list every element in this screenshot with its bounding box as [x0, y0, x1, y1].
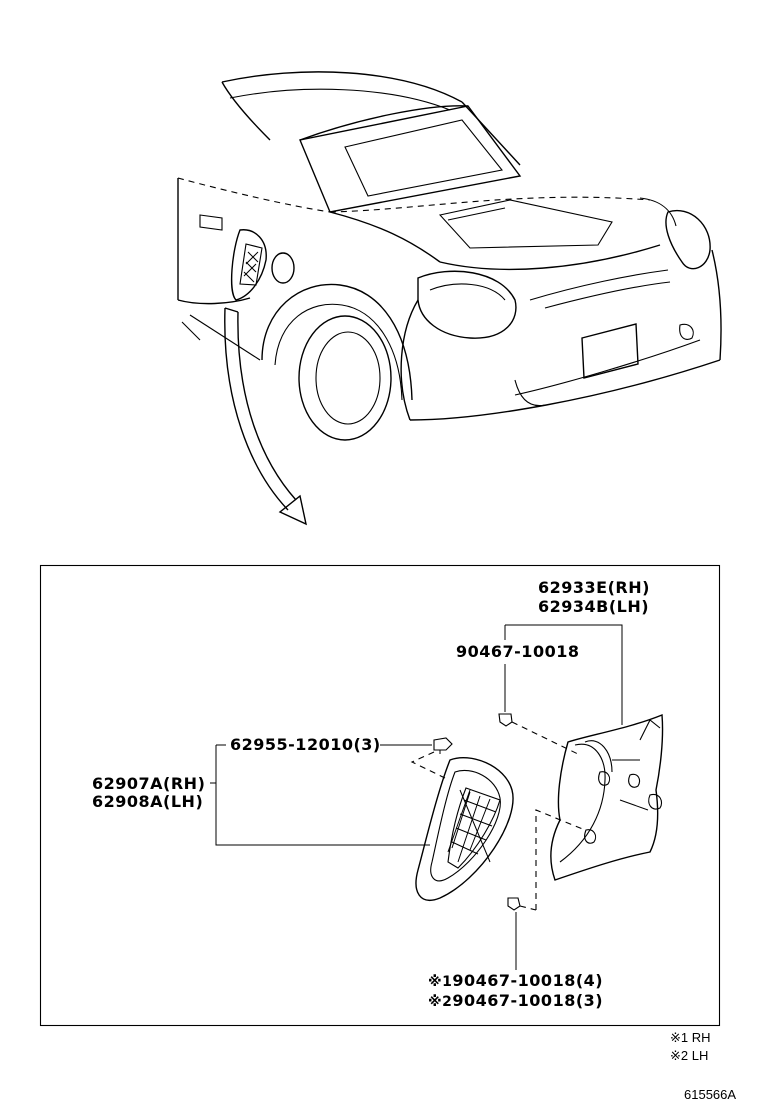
side-louver: [415, 756, 514, 901]
part-label-louver-lh: 62908A(LH): [92, 792, 203, 811]
detail-frame: [39, 564, 721, 1027]
fuel-lid: [271, 252, 295, 284]
svg-text:※190467-10018(4): ※190467-10018(4): [428, 971, 603, 990]
license-plate-area: [581, 323, 639, 379]
rear-window: [299, 105, 522, 213]
roof-outline: [221, 71, 463, 103]
rear-wheel: [315, 331, 381, 425]
screw-callout: 62955-12010(3): [215, 735, 453, 846]
engine-cover: [438, 199, 613, 249]
svg-text:※290467-10018(3): ※290467-10018(3): [428, 991, 603, 1010]
part-label-screw: 62955-12010(3): [230, 735, 381, 754]
bracket-callout: 62933E(RH) 62934B(LH): [504, 578, 650, 725]
part-label-clip-bottom-2: 90467-10018(3): [452, 991, 603, 1010]
louver-frame: [415, 756, 514, 901]
rear-lamp-right: [665, 209, 711, 270]
clip-bottom-callout: ※190467-10018(4) ※290467-10018(3): [428, 809, 603, 1010]
note-mark-2: ※2: [428, 994, 452, 1010]
clip-top: [498, 713, 513, 727]
legend-note-rh: ※1 RH: [670, 1030, 711, 1045]
callout-arrow-head: [278, 494, 307, 526]
louver-callout: 62907A(RH) 62908A(LH): [92, 774, 216, 811]
car-rear-view: [177, 71, 722, 526]
part-label-bracket-rh: 62933E(RH): [538, 578, 650, 597]
part-label-bracket-lh: 62934B(LH): [538, 597, 649, 616]
callout-arrow: [224, 307, 289, 511]
side-intake-louver: [231, 229, 267, 301]
drawing-code: 615566A: [684, 1087, 736, 1102]
door-handle: [199, 214, 223, 231]
rear-tire: [298, 315, 392, 441]
legend-note-lh: ※2 LH: [670, 1048, 708, 1063]
wheel-arch: [261, 283, 413, 401]
louver-mesh: [447, 787, 501, 869]
note-mark-1: ※1: [428, 974, 452, 990]
part-label-clip-bottom-1: 90467-10018(4): [452, 971, 603, 990]
screw: [433, 737, 453, 751]
part-label-clip-top: 90467-10018: [456, 642, 579, 661]
louver-bracket: [550, 713, 664, 881]
rear-lamp-left: [417, 270, 517, 339]
clip-top-callout: 90467-10018: [456, 642, 581, 756]
clip-bottom: [507, 897, 521, 911]
part-label-louver-rh: 62907A(RH): [92, 774, 205, 793]
